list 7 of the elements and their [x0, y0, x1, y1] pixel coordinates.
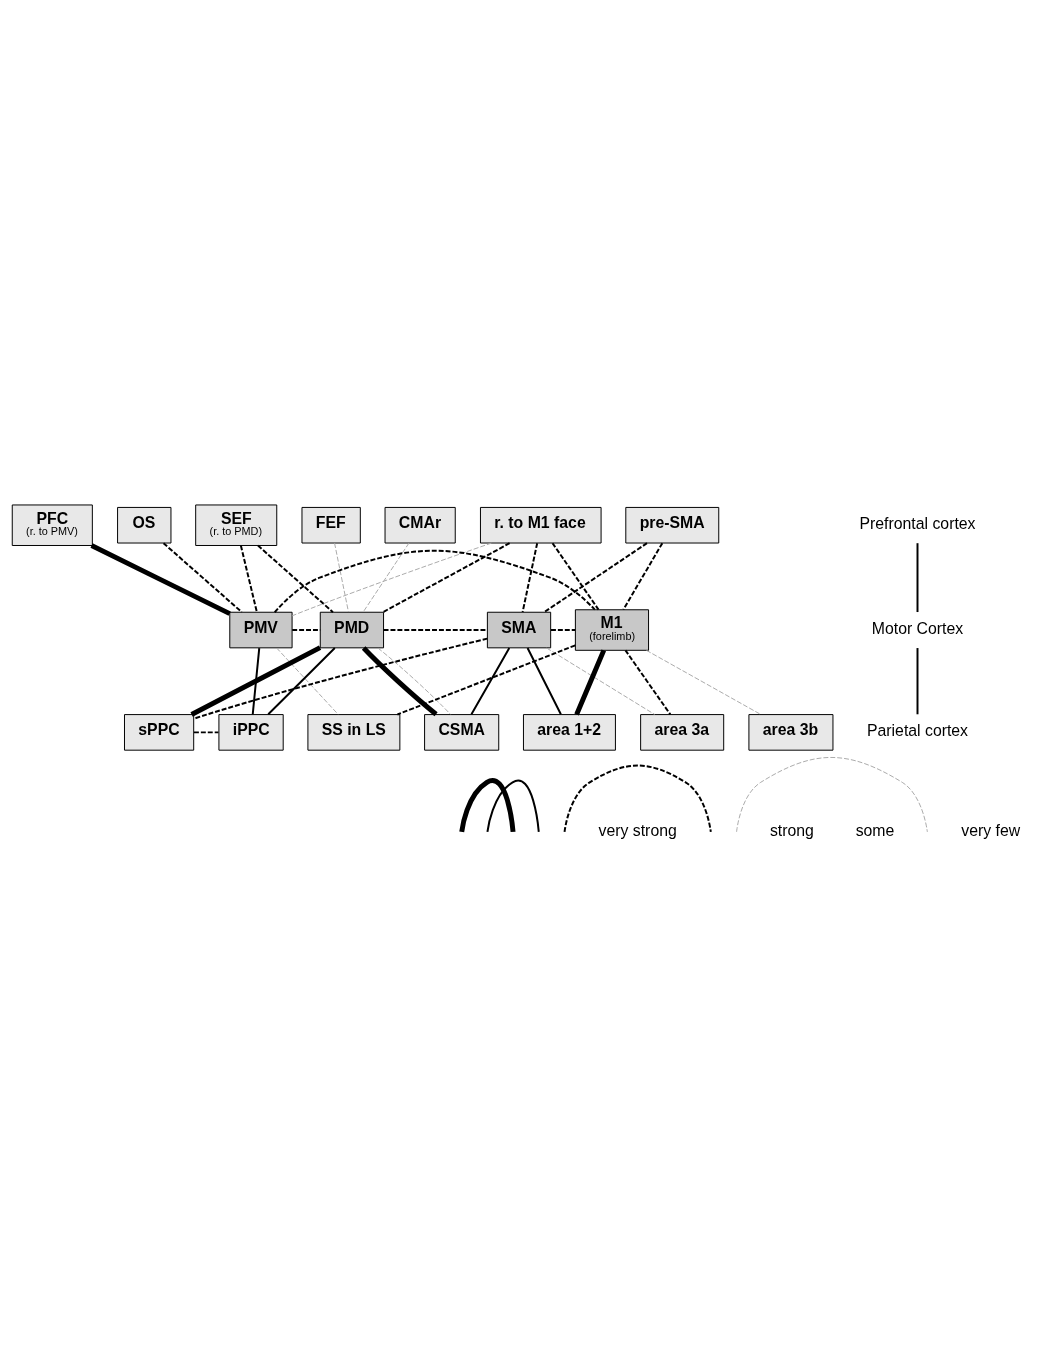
legend-label: some — [855, 821, 895, 839]
label: Parietal cortex — [866, 721, 969, 739]
legend-label: very few — [961, 821, 1021, 839]
legend-label: strong — [769, 821, 814, 839]
label: Motor Cortex — [871, 619, 964, 637]
label: Prefrontal cortex — [859, 514, 976, 532]
legend-label: very strong — [598, 821, 677, 839]
